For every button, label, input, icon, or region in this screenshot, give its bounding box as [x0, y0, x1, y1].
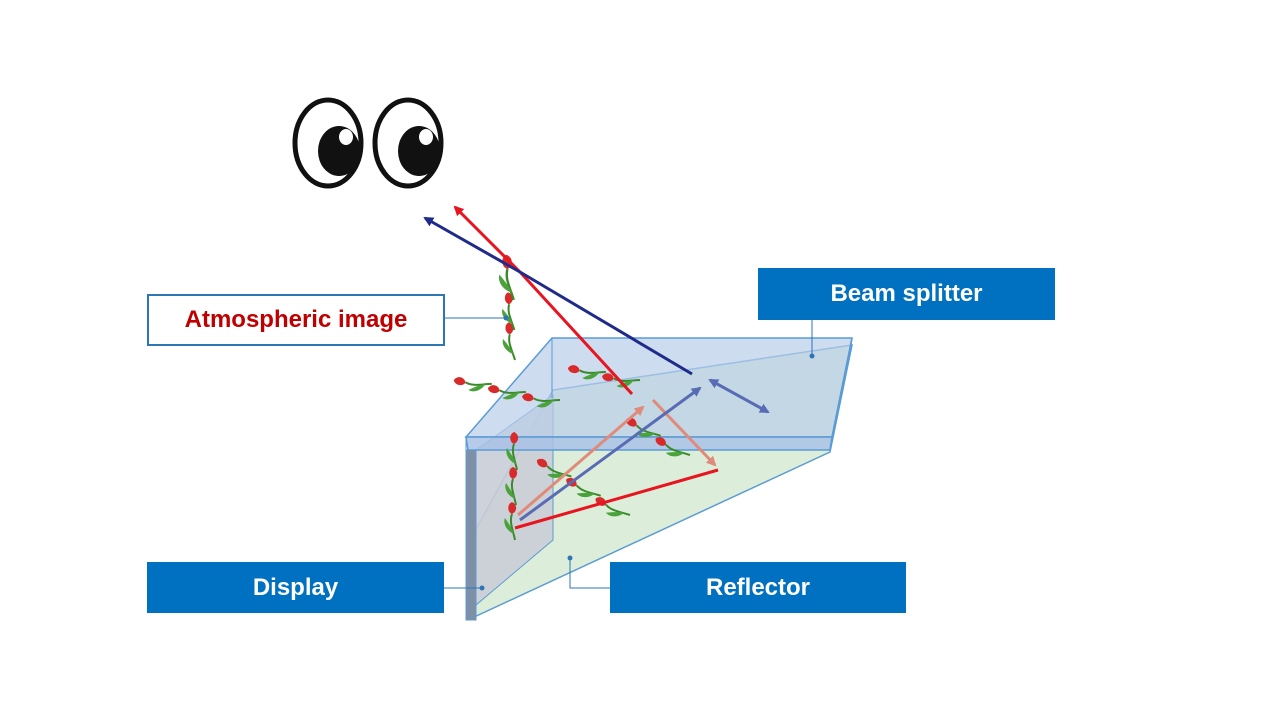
ray-blue — [423, 216, 521, 274]
eye-icon — [292, 97, 364, 189]
ray-red — [453, 205, 522, 274]
ray-blue-faded — [708, 378, 770, 414]
display-label: Display — [147, 562, 444, 613]
beam-splitter-label: Beam splitter — [758, 268, 1055, 320]
ray-red-faded — [517, 405, 645, 517]
atmospheric-image-label: Atmospheric image — [147, 294, 445, 346]
ray-red — [514, 468, 719, 530]
reflector-label: Reflector — [610, 562, 906, 613]
eye-icon — [372, 97, 444, 189]
leader-beam-splitter — [809, 320, 815, 359]
leader-reflector — [567, 555, 610, 589]
ray-red — [518, 270, 634, 396]
ray-blue — [519, 270, 693, 376]
ray-red-faded — [651, 398, 717, 467]
ray-blue-faded — [519, 386, 702, 522]
leader-display — [444, 585, 485, 591]
leader-atmospheric — [445, 315, 509, 321]
